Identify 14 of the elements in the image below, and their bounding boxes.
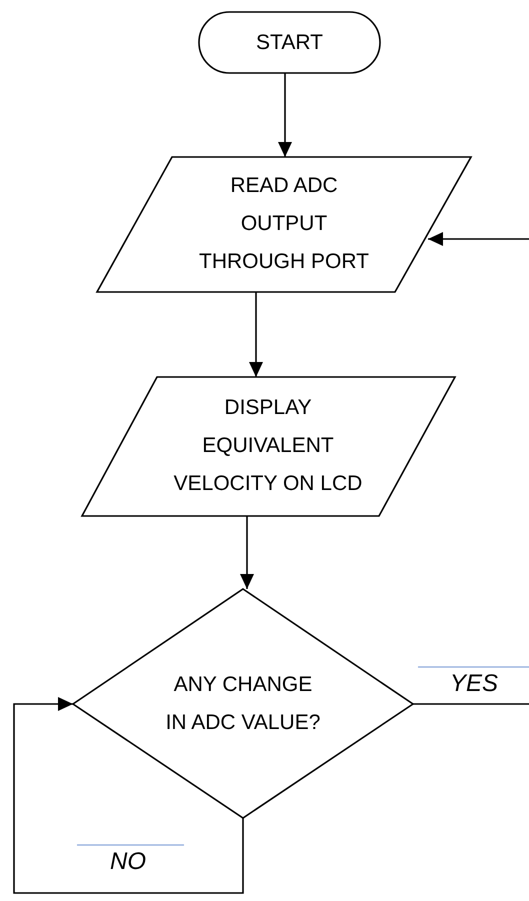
node-text: READ ADC OUTPUT THROUGH PORT [198, 173, 370, 275]
input-output-parallelogram [97, 157, 471, 292]
node-text: ANY CHANGE IN ADC VALUE? [164, 672, 322, 736]
node-text: DISPLAY EQUIVALENT VELOCITY ON LCD [172, 395, 364, 497]
arrow [278, 73, 292, 157]
decision-diamond [73, 589, 413, 818]
node-text: START [255, 30, 324, 56]
arrow [240, 516, 254, 589]
start-terminator [199, 12, 380, 73]
input-output-parallelogram [82, 377, 455, 516]
arrow [13, 697, 244, 894]
arrow [249, 292, 263, 377]
arrow [428, 232, 529, 246]
connector-line [413, 703, 529, 705]
